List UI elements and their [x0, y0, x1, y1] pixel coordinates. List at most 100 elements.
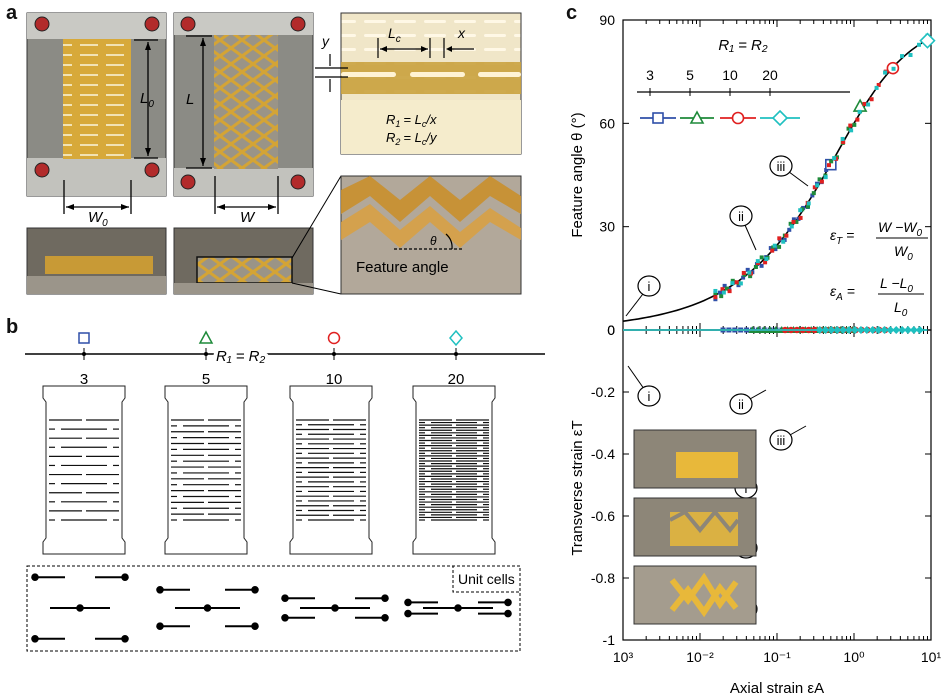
- x-tick-label: 10³: [613, 649, 634, 665]
- top-plot-data: [622, 32, 936, 322]
- transverse-point-20: [868, 326, 877, 334]
- data-point-5: [713, 291, 718, 296]
- transverse-point-20: [886, 326, 895, 334]
- eq-T-num: W −W: [878, 219, 918, 235]
- label-L0-sub: 0: [148, 99, 154, 110]
- data-point-20: [747, 270, 752, 275]
- unit-cell-node: [281, 594, 289, 603]
- label-L: L: [186, 91, 194, 108]
- photo-side-undeformed: [26, 227, 167, 295]
- top-y-tick-label: 0: [607, 322, 615, 338]
- label-x: x: [457, 25, 466, 41]
- svg-text:R2= Lc/y: R2= Lc/y: [386, 130, 438, 147]
- top-annot-i-text: i: [648, 279, 651, 294]
- unit-cell-node: [203, 604, 212, 612]
- unit-cell-node: [251, 622, 259, 631]
- transverse-point-20: [898, 326, 907, 334]
- legend-tick-label: 3: [646, 67, 654, 83]
- data-point-20: [798, 208, 803, 213]
- transverse-point-20: [827, 326, 836, 334]
- svg-text:L −L0: L −L0: [880, 275, 913, 295]
- label-Lc: L: [388, 25, 396, 41]
- data-point-20: [874, 85, 879, 90]
- eq-R1: R: [386, 112, 395, 127]
- svg-text:Lc: Lc: [388, 25, 401, 45]
- data-point-5: [724, 286, 729, 291]
- data-point-20: [755, 259, 760, 264]
- specimen-outline-1: [42, 385, 126, 555]
- eq-R1-rhs: = L: [403, 112, 421, 127]
- slit-dimension-lines: [315, 38, 474, 92]
- eq-R1-rhs2: /x: [425, 112, 437, 127]
- specimen-outline-4: [412, 385, 496, 555]
- legend-title: R₁ = R₂: [718, 37, 767, 54]
- eq-R1-sub: 1: [395, 119, 400, 129]
- transverse-point-20: [880, 326, 889, 334]
- bottom-y-tick-label: -0.8: [591, 570, 615, 586]
- data-point-10: [819, 179, 824, 184]
- bottom-y-tick-label: -0.2: [591, 384, 615, 400]
- unit-cells-box: [26, 565, 521, 652]
- data-point-10: [869, 97, 874, 102]
- data-point-3: [759, 263, 764, 268]
- label-theta: θ: [430, 234, 437, 248]
- transverse-point-20: [839, 326, 848, 334]
- data-point-3: [745, 267, 750, 272]
- dimension-lines-stretched: [186, 35, 279, 214]
- data-point-10: [734, 280, 739, 285]
- data-point-10: [848, 123, 853, 128]
- svg-text:εA =: εA =: [830, 283, 855, 303]
- data-point-3: [768, 246, 773, 251]
- panel-b-figure: R₁ = R₂ 3 5 10 20 Unit cells: [25, 329, 545, 652]
- unit-cell-node: [381, 614, 389, 622]
- data-point-10: [862, 101, 867, 106]
- bot-annot-i-text: i: [648, 389, 651, 404]
- eq-eps-T: ε: [830, 227, 837, 243]
- data-point-20: [832, 156, 837, 161]
- data-point-5: [753, 264, 758, 269]
- data-point-10: [798, 215, 803, 220]
- eq-R1-rhs-sub: c: [422, 119, 427, 129]
- data-point-5: [811, 191, 816, 196]
- photo-side-stretched: [173, 227, 314, 295]
- unit-cell-node: [404, 598, 412, 607]
- data-point-5: [730, 278, 735, 283]
- data-point-3: [791, 217, 796, 222]
- unit-cell-node: [331, 604, 339, 612]
- eq-T-den: W: [894, 243, 909, 259]
- bottom-x-axis-label: Axial strain εA: [730, 680, 824, 697]
- data-point-10: [741, 270, 746, 275]
- data-point-10: [876, 82, 881, 87]
- data-point-3: [722, 283, 727, 288]
- bottom-y-ticks: 0-0.2-0.4-0.6-0.8-1: [591, 322, 931, 648]
- specimen-slit-patterns: [49, 419, 489, 521]
- transverse-point-20: [909, 326, 918, 334]
- unit-cell-node: [156, 586, 164, 594]
- eq-A-den: L: [894, 299, 902, 315]
- svg-text:W0: W0: [88, 209, 108, 229]
- legend-marker-5: [689, 110, 705, 124]
- data-point-20: [772, 243, 777, 248]
- data-point-10: [826, 163, 831, 168]
- transverse-point-20: [815, 326, 824, 334]
- data-point-10: [841, 140, 846, 145]
- transverse-point-20: [874, 326, 883, 334]
- data-point-20: [806, 201, 811, 206]
- eq-eps-T-sub: T: [836, 236, 843, 247]
- ratio-20-marker: [449, 329, 463, 360]
- label-feature-angle: Feature angle: [356, 259, 449, 276]
- end-marker-20: [919, 32, 936, 49]
- top-annot-ii-text: ii: [738, 209, 744, 224]
- bottom-y-tick-label: -0.4: [591, 446, 615, 462]
- transverse-point-20: [856, 326, 865, 334]
- data-point-10: [777, 236, 782, 241]
- x-tick-label: 10¹: [921, 649, 942, 665]
- ratio-tick-20: 20: [448, 371, 465, 388]
- top-annot-iii-text: iii: [777, 159, 786, 174]
- data-point-10: [855, 117, 860, 122]
- legend-tick-label: 20: [762, 67, 778, 83]
- photo-undeformed-sheet: [26, 12, 167, 197]
- data-point-10: [770, 248, 775, 253]
- svg-text:L0: L0: [894, 299, 908, 319]
- label-W0-sub: 0: [102, 218, 108, 229]
